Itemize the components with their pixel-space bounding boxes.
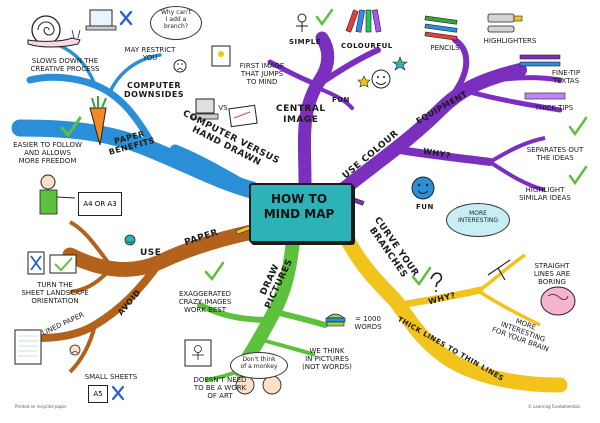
label-first-image: FIRST IMAGE THAT JUMPS TO MIND xyxy=(239,62,285,86)
label-straight-lines: STRAIGHT LINES ARE BORING xyxy=(533,262,571,286)
branch-curve-your-branches xyxy=(337,227,568,393)
branch-label-computer-downsides: COMPUTER DOWNSIDES xyxy=(124,81,185,99)
fine-tip-marker-icon xyxy=(519,54,561,67)
check-icon xyxy=(60,116,82,138)
branch-paper xyxy=(36,220,260,374)
carrot-icon xyxy=(89,96,107,146)
label-slows-down: SLOWS DOWN THE CREATIVE PROCESS xyxy=(30,57,100,73)
label-1000-words: = 1000 WORDS xyxy=(354,315,382,331)
doodle-person-icon xyxy=(296,13,308,32)
speech-bubble-dont-think: Don't think of a monkey xyxy=(230,352,288,379)
branch-label-fun-image: FUN xyxy=(332,96,350,104)
speech-bubble-why-cant: Why can't I add a branch? xyxy=(150,6,202,40)
image-thumbnail-icon xyxy=(211,45,231,67)
cross-icon xyxy=(119,10,133,26)
label-small-sheets: SMALL SHEETS xyxy=(84,373,138,381)
check-icon xyxy=(204,261,225,282)
laptop-icon xyxy=(85,9,117,31)
pencils-icon xyxy=(424,15,458,41)
label-a5: A5 xyxy=(88,385,108,403)
central-topic: HOW TO MIND MAP xyxy=(263,192,335,221)
footer-right: © Learning Fundamentals xyxy=(528,404,581,409)
label-easier: EASIER TO FOLLOW AND ALLOWS MORE FREEDOM xyxy=(13,141,82,165)
highlighters-icon xyxy=(487,13,523,33)
brain-icon xyxy=(540,286,576,316)
landscape-paper-icon xyxy=(49,254,77,274)
presenter-icon xyxy=(39,174,76,215)
sad-face-icon xyxy=(173,59,187,73)
branch-label-central-image: CENTRAL IMAGE xyxy=(276,104,326,125)
burger-icon xyxy=(325,313,346,327)
label-fine-tip: FINE-TIP TEXTAS xyxy=(551,69,581,85)
check-icon xyxy=(568,116,588,137)
label-exaggerated: EXAGGERATED CRAZY IMAGES WORK BEST xyxy=(178,290,232,314)
lined-paper-icon xyxy=(14,329,42,365)
question-mark-icon xyxy=(430,272,443,292)
check-icon xyxy=(411,266,432,287)
thick-tip-marker-icon xyxy=(524,92,566,100)
branch-central-image xyxy=(267,31,381,190)
branch-label-fun-colour: FUN xyxy=(416,203,434,211)
cross-icon xyxy=(111,385,125,401)
star-icon xyxy=(357,56,408,88)
branch-use-colour xyxy=(338,37,563,195)
label-may-restrict: MAY RESTRICT YOU xyxy=(124,46,176,62)
branch-label-use: USE xyxy=(140,248,162,258)
smiley-face-icon xyxy=(371,69,391,89)
label-highlighters: HIGHLIGHTERS xyxy=(483,37,537,45)
branch-label-colourful: COLOURFUL xyxy=(341,42,393,50)
label-highlight-similar: HIGHLIGHT SIMILAR IDEAS xyxy=(519,186,571,202)
person-heads-icon xyxy=(235,375,282,395)
doodle-picture-icon xyxy=(184,339,212,367)
label-we-think: WE THINK IN PICTURES (NOT WORDS) xyxy=(302,347,352,371)
check-icon xyxy=(568,165,588,186)
portrait-paper-icon xyxy=(27,251,45,275)
label-doesnt-need: DOESN'T NEED TO BE A WORK OF ART xyxy=(193,376,247,400)
label-pencils: PENCILS xyxy=(430,44,460,52)
smiley-face-icon xyxy=(124,234,136,246)
computer-icon xyxy=(191,98,219,120)
label-vs: VS xyxy=(218,104,228,112)
sad-face-icon xyxy=(69,344,81,356)
check-icon xyxy=(315,8,334,27)
footer-left: Printed on recycled paper xyxy=(15,404,67,409)
central-topic-box xyxy=(249,183,353,243)
smiley-face-icon xyxy=(411,176,435,200)
drawing-pad-icon xyxy=(228,104,258,128)
more-interesting-burst: MORE INTERESTING xyxy=(446,203,510,237)
straight-lines-icon xyxy=(487,259,511,281)
branch-label-simple: SIMPLE xyxy=(289,38,321,46)
label-separates: SEPARATES OUT THE IDEAS xyxy=(526,146,584,162)
label-thick-tips: THICK TIPS xyxy=(534,104,574,112)
markers-icon xyxy=(345,9,382,33)
snail-icon xyxy=(27,15,81,48)
label-a4-a3: A4 OR A3 xyxy=(78,192,122,216)
label-turn-sheet: TURN THE SHEET LANDSCAPE ORIENTATION xyxy=(21,281,89,305)
